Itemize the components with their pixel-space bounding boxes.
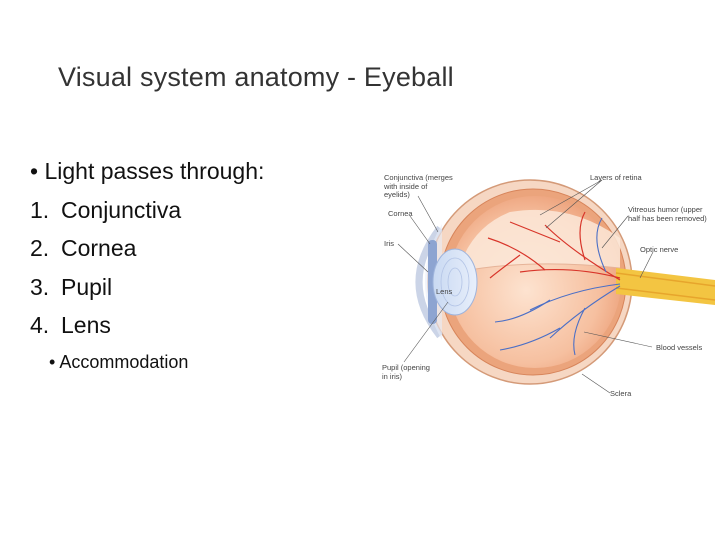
list-text: Cornea [61,235,137,261]
label-vitreous: Vitreous humor (upper half has been remo… [628,205,707,223]
label-lens: Lens [436,287,453,296]
lens-shape [432,248,478,316]
intro-bullet-text: Light passes through: [44,158,265,184]
list-text: Lens [61,312,111,338]
label-blood-vessels: Blood vessels [656,343,703,352]
list-number: 4. [30,312,50,338]
sub-bullet-text: Accommodation [59,351,189,372]
label-iris: Iris [384,239,394,248]
blood-vessels-blue [494,217,621,356]
slide-title: Visual system anatomy - Eyeball [58,62,454,92]
eyeball-illustration [397,179,715,394]
list-item: 3. Pupil [30,268,264,307]
label-leader-lines [397,179,654,394]
list-number: 1. [30,196,50,223]
label-optic-nerve: Optic nerve [640,245,679,254]
sub-bullet: • Accommodation [49,349,264,375]
bullet-dot-icon: • [49,351,56,372]
bullet-dot-icon: • [30,158,39,184]
label-cornea: Cornea [388,209,413,218]
list-text: Pupil [61,273,113,300]
label-sclera: Sclera [610,389,632,398]
cutaway-shape [458,209,620,272]
eyeball-diagram: Conjunctiva (merges with inside of eyeli… [370,160,715,405]
list-item: 1. Conjunctiva [30,191,264,230]
label-layers-retina: Layers of retina [590,173,642,182]
bullet-list: • Light passes through: 1. Conjunctiva 2.… [30,152,264,375]
intro-bullet: • Light passes through: [30,152,264,191]
blood-vessels-red [487,211,621,281]
list-text: Conjunctiva [61,196,182,223]
list-number: 2. [30,235,50,261]
label-conjunctiva: Conjunctiva (merges with inside of eyeli… [384,173,453,199]
list-item: 4. Lens [30,306,264,345]
optic-nerve-shape [616,268,715,305]
list-item: 2. Cornea [30,229,264,268]
list-number: 3. [30,273,50,300]
label-pupil: Pupil (opening in iris) [382,363,430,381]
